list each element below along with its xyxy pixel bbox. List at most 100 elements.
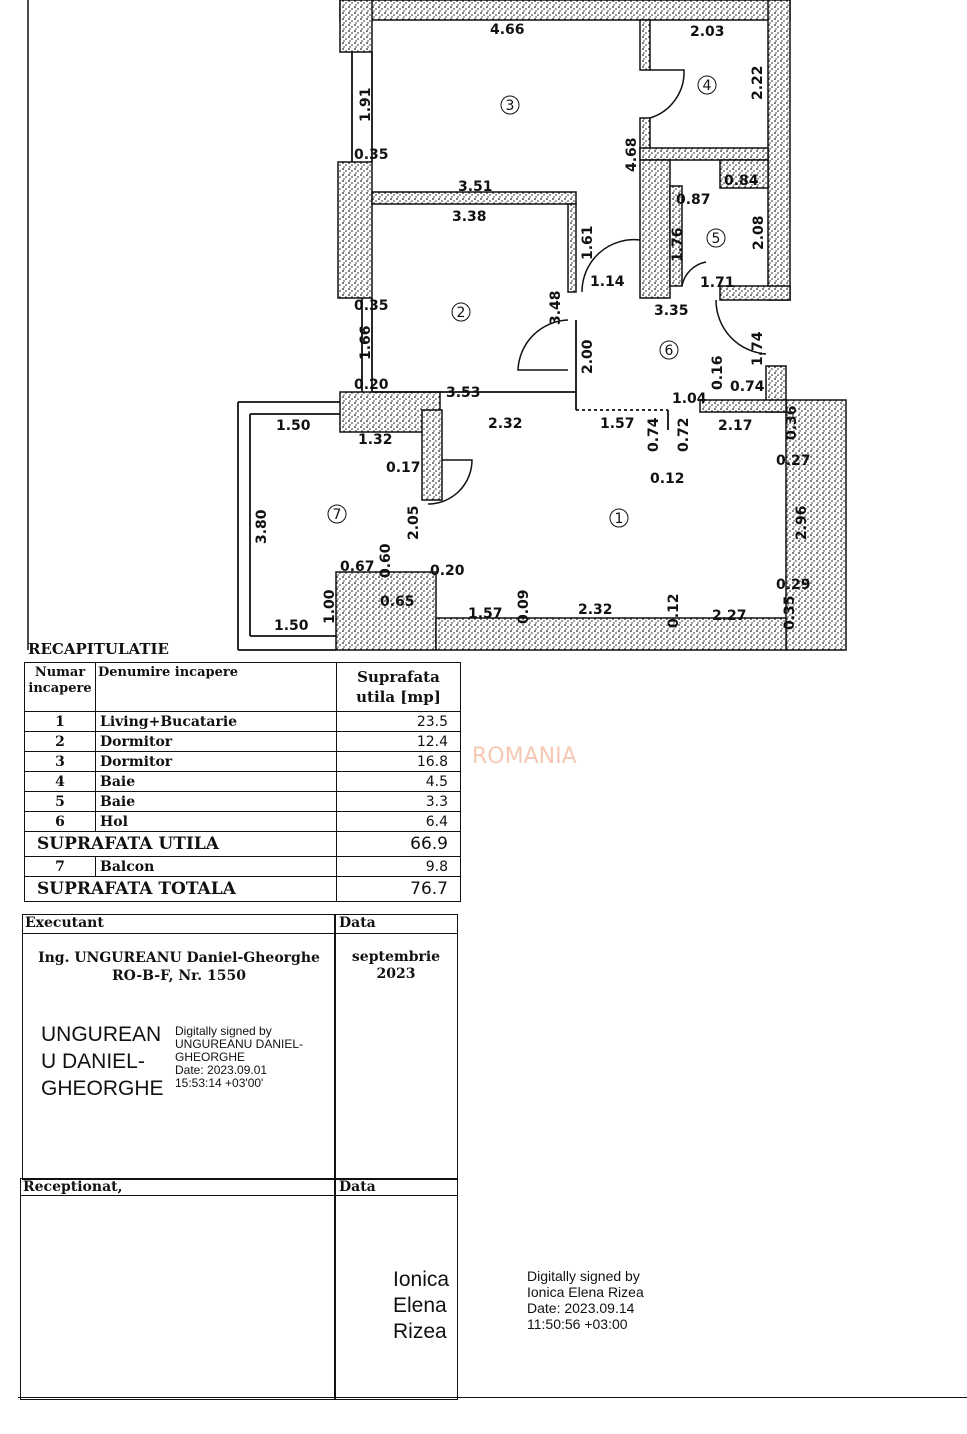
receptionat-label: Receptionat, [23, 1179, 123, 1195]
svg-text:0.74: 0.74 [646, 417, 662, 452]
room-marker-3: 3 [500, 95, 520, 115]
svg-text:2.08: 2.08 [751, 215, 767, 250]
svg-text:0.16: 0.16 [710, 355, 726, 390]
svg-text:0.12: 0.12 [666, 593, 682, 628]
svg-text:2.05: 2.05 [406, 505, 422, 540]
svg-text:3: 3 [506, 98, 515, 114]
floor-plan: 1 2 3 4 5 6 7 4.66 2.03 2.22 1.91 0.35 4… [27, 0, 847, 651]
svg-text:1: 1 [615, 511, 624, 527]
svg-text:2.03: 2.03 [690, 24, 725, 40]
svg-text:0.87: 0.87 [676, 192, 711, 208]
room-marker-4: 4 [697, 75, 717, 95]
svg-text:1.74: 1.74 [750, 331, 766, 366]
receptionat-date-box: Data Ionica Elena Rizea [334, 1178, 458, 1400]
engineer-info: Ing. UNGUREANU Daniel-Gheorghe RO-B-F, N… [23, 949, 335, 985]
svg-text:1.61: 1.61 [580, 225, 596, 260]
receptionat-date-label: Data [339, 1179, 376, 1195]
svg-text:0.36: 0.36 [784, 405, 800, 440]
svg-text:4: 4 [703, 78, 712, 94]
svg-text:3.38: 3.38 [452, 209, 487, 225]
svg-text:0.84: 0.84 [724, 173, 759, 189]
svg-text:1.57: 1.57 [600, 416, 635, 432]
receptionat-box: Receptionat, [20, 1178, 336, 1400]
executant-date-label: Data [339, 915, 376, 931]
room-marker-1: 1 [609, 508, 629, 528]
svg-text:0.35: 0.35 [782, 595, 798, 630]
svg-text:2.00: 2.00 [580, 339, 596, 374]
receptionat-digital-signature: Digitally signed by Ionica Elena Rizea D… [527, 1268, 644, 1332]
header-name: Denumire incapere [95, 662, 337, 712]
svg-text:2.17: 2.17 [718, 418, 753, 434]
svg-text:1.50: 1.50 [276, 418, 311, 434]
svg-text:0.17: 0.17 [386, 460, 421, 476]
svg-text:3.51: 3.51 [458, 179, 493, 195]
svg-text:2.32: 2.32 [488, 416, 523, 432]
engineer-name: Ing. UNGUREANU Daniel-Gheorghe [38, 950, 320, 966]
svg-text:0.09: 0.09 [516, 589, 532, 624]
header-area: Suprafata utila [mp] [336, 662, 461, 712]
room-marker-5: 5 [706, 228, 726, 248]
walls [335, 0, 847, 651]
receptionat-signer-name: Ionica Elena Rizea [393, 1268, 450, 1343]
recap-header-row: Numar incapere Denumire incapere Suprafa… [24, 662, 461, 712]
svg-text:3.48: 3.48 [548, 290, 564, 325]
svg-text:0.20: 0.20 [430, 563, 465, 579]
recap-table: Numar incapere Denumire incapere Suprafa… [24, 662, 461, 902]
svg-text:1.66: 1.66 [358, 325, 374, 360]
executant-date-box: Data septembrie 2023 [334, 914, 458, 1180]
recap-title: RECAPITULATIE [28, 640, 169, 658]
page-bottom-line [18, 1397, 967, 1398]
executant-signer-name: UNGUREAN U DANIEL- GHEORGHE [41, 1023, 164, 1100]
engineer-license: RO-B-F, Nr. 1550 [112, 968, 246, 984]
watermark: ROMANIA [472, 744, 577, 769]
svg-text:1.76: 1.76 [670, 227, 686, 262]
svg-text:2.96: 2.96 [794, 505, 810, 540]
svg-text:1.91: 1.91 [358, 87, 374, 122]
svg-text:0.67: 0.67 [340, 559, 375, 575]
header-number: Numar incapere [24, 662, 96, 712]
executant-label: Executant [25, 915, 104, 931]
svg-text:0.72: 0.72 [676, 417, 692, 452]
total-area-label: SUPRAFATA TOTALA [24, 876, 337, 902]
room-marker-7: 7 [327, 504, 347, 524]
svg-text:7: 7 [333, 507, 342, 523]
svg-text:4.66: 4.66 [490, 22, 525, 38]
room-number-markers: 1 2 3 4 5 6 7 [327, 75, 726, 528]
svg-text:0.20: 0.20 [354, 377, 389, 393]
svg-text:0.74: 0.74 [730, 379, 765, 395]
useful-area-label: SUPRAFATA UTILA [24, 831, 337, 857]
svg-text:2.32: 2.32 [578, 602, 613, 618]
svg-text:2: 2 [457, 305, 466, 321]
svg-text:1.50: 1.50 [274, 618, 309, 634]
useful-area-value: 66.9 [336, 831, 461, 857]
svg-text:0.27: 0.27 [776, 453, 811, 469]
executant-box: Executant Ing. UNGUREANU Daniel-Gheorghe… [22, 914, 336, 1180]
svg-text:6: 6 [665, 343, 674, 359]
svg-text:4.68: 4.68 [624, 137, 640, 172]
svg-text:0.35: 0.35 [354, 147, 389, 163]
executant-date-value: septembrie 2023 [351, 949, 441, 982]
door-swings [427, 69, 767, 505]
svg-text:1.04: 1.04 [672, 391, 707, 407]
svg-text:0.60: 0.60 [378, 543, 394, 578]
svg-text:1.71: 1.71 [700, 275, 735, 291]
svg-text:3.80: 3.80 [254, 509, 270, 544]
svg-text:0.35: 0.35 [354, 298, 389, 314]
svg-text:0.65: 0.65 [380, 594, 415, 610]
svg-text:2.27: 2.27 [712, 608, 747, 624]
total-area-value: 76.7 [336, 876, 461, 902]
svg-text:3.53: 3.53 [446, 385, 481, 401]
dimension-labels: 4.66 2.03 2.22 1.91 0.35 4.68 3.51 0.84 … [254, 22, 811, 634]
room-outlines [237, 52, 669, 651]
room-marker-2: 2 [451, 302, 471, 322]
svg-text:2.22: 2.22 [750, 65, 766, 100]
